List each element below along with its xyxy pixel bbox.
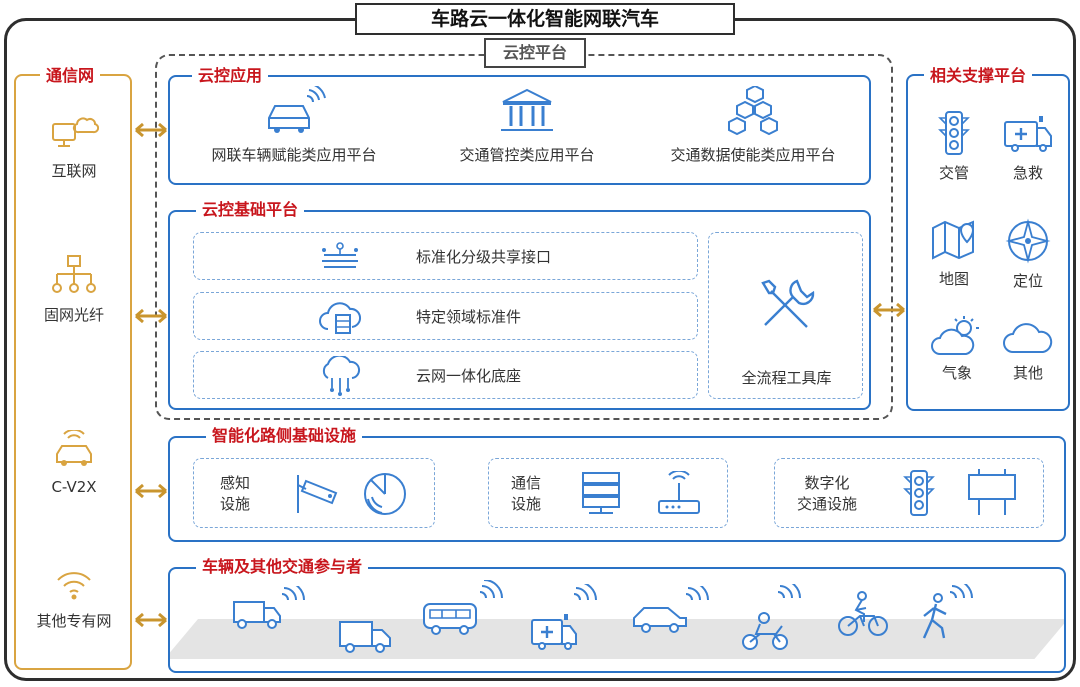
internet-icon	[52, 117, 99, 147]
roadside-group-line: 设施	[511, 495, 542, 513]
roadside-group-line: 感知	[220, 474, 251, 492]
comm-network-title: 通信网	[40, 66, 101, 86]
car-icon	[633, 586, 709, 633]
surveillance-camera-icon	[297, 475, 338, 513]
toolbox-box: 全流程工具库	[708, 232, 863, 399]
comm-item-internet: 互联网	[24, 110, 124, 181]
roadside-group-line: 通信	[511, 474, 542, 492]
support-item-label: 气象	[941, 364, 972, 382]
support-item-map: 地图	[922, 218, 986, 289]
comm-item-cv2x: C-V2X	[24, 430, 124, 496]
participants-title: 车辆及其他交通参与者	[196, 557, 369, 577]
roadside-group-label: 通信 设施	[511, 473, 541, 515]
app-traffic-control-platform: 交通管控类应用平台	[434, 86, 620, 165]
app-label: 网联车辆赋能类应用平台	[211, 146, 377, 164]
pedestrian-icon	[922, 584, 973, 639]
app-label: 交通管控类应用平台	[459, 146, 595, 164]
app-vehicle-platform: 网联车辆赋能类应用平台	[196, 86, 392, 165]
cloud-network-icon	[322, 356, 361, 396]
support-item-label: 其他	[1012, 364, 1043, 382]
support-item-label: 急救	[1012, 164, 1043, 182]
government-building-icon	[501, 88, 553, 131]
cloud-platform-label: 云控平台	[484, 38, 586, 68]
app-label: 交通数据使能类应用平台	[670, 146, 836, 164]
cloud-server-icon	[319, 302, 361, 334]
support-item-positioning: 定位	[996, 218, 1060, 291]
base-row-interface: 标准化分级共享接口	[193, 232, 698, 280]
cloud-apps-title: 云控应用	[192, 66, 269, 86]
tools-icon	[761, 279, 815, 328]
bicycle-icon	[838, 591, 888, 636]
wireless-router-icon	[658, 471, 700, 514]
network-topology-icon	[52, 255, 96, 293]
motorcycle-icon	[742, 584, 801, 650]
cloud-base-title: 云控基础平台	[196, 200, 305, 220]
connected-car-icon	[268, 86, 326, 133]
comm-item-label: 固网光纤	[43, 306, 104, 324]
comm-item-fiber: 固网光纤	[24, 254, 124, 325]
base-row-label: 云网一体化底座	[416, 367, 522, 385]
base-row-label: 特定领域标准件	[416, 308, 522, 326]
traffic-light-icon	[903, 470, 935, 516]
cubes-icon	[728, 86, 778, 136]
comm-item-label: C-V2X	[51, 478, 97, 496]
roadside-group-digital-traffic: 数字化 交通设施	[774, 458, 1044, 528]
map-icon	[932, 220, 975, 260]
traffic-light-icon	[938, 111, 970, 155]
ambulance-icon	[1004, 116, 1052, 152]
support-title: 相关支撑平台	[924, 66, 1033, 86]
interface-icon	[322, 242, 358, 268]
double-arrow-icon	[873, 302, 905, 318]
comm-network-panel	[14, 74, 132, 670]
weather-icon	[931, 316, 979, 355]
bus-icon	[423, 580, 503, 635]
support-item-other: 其他	[996, 316, 1060, 383]
double-arrow-icon	[135, 483, 167, 499]
support-item-label: 定位	[1012, 272, 1043, 290]
truck-icon	[339, 621, 391, 653]
double-arrow-icon	[135, 122, 167, 138]
base-row-standard: 特定领域标准件	[193, 292, 698, 340]
support-item-weather: 气象	[922, 316, 992, 383]
dump-truck-icon	[233, 586, 305, 629]
support-item-label: 地图	[938, 270, 969, 288]
radar-icon	[364, 473, 406, 515]
connected-car-icon	[56, 430, 92, 466]
comm-item-label: 互联网	[51, 162, 97, 180]
base-row-foundation: 云网一体化底座	[193, 351, 698, 399]
support-item-emergency: 急救	[996, 110, 1060, 183]
roadside-title: 智能化路侧基础设施	[206, 426, 363, 446]
roadside-group-line: 数字化	[804, 474, 850, 492]
cloud-icon	[1003, 323, 1053, 353]
double-arrow-icon	[135, 308, 167, 324]
ambulance-icon	[531, 584, 597, 650]
roadside-group-communication: 通信 设施	[488, 458, 728, 528]
page-title: 车路云一体化智能网联汽车	[355, 3, 735, 35]
roadside-group-label: 感知 设施	[220, 473, 250, 515]
cloud-base-panel	[168, 210, 871, 410]
wifi-icon	[57, 572, 91, 600]
participants-panel	[168, 567, 1066, 673]
billboard-icon	[968, 469, 1016, 515]
comm-item-label: 其他专有网	[36, 612, 112, 630]
support-item-traffic: 交管	[922, 110, 986, 183]
base-row-label: 标准化分级共享接口	[416, 248, 552, 266]
app-data-platform: 交通数据使能类应用平台	[652, 86, 854, 165]
compass-icon	[1005, 218, 1051, 264]
roadside-group-line: 设施	[220, 495, 251, 513]
roadside-group-line: 交通设施	[797, 495, 858, 513]
double-arrow-icon	[135, 612, 167, 628]
support-item-label: 交管	[938, 164, 969, 182]
server-icon	[582, 472, 620, 514]
roadside-group-label: 数字化 交通设施	[797, 473, 857, 515]
toolbox-label: 全流程工具库	[741, 369, 832, 387]
comm-item-private: 其他专有网	[16, 566, 132, 631]
roadside-group-perception: 感知 设施	[193, 458, 435, 528]
